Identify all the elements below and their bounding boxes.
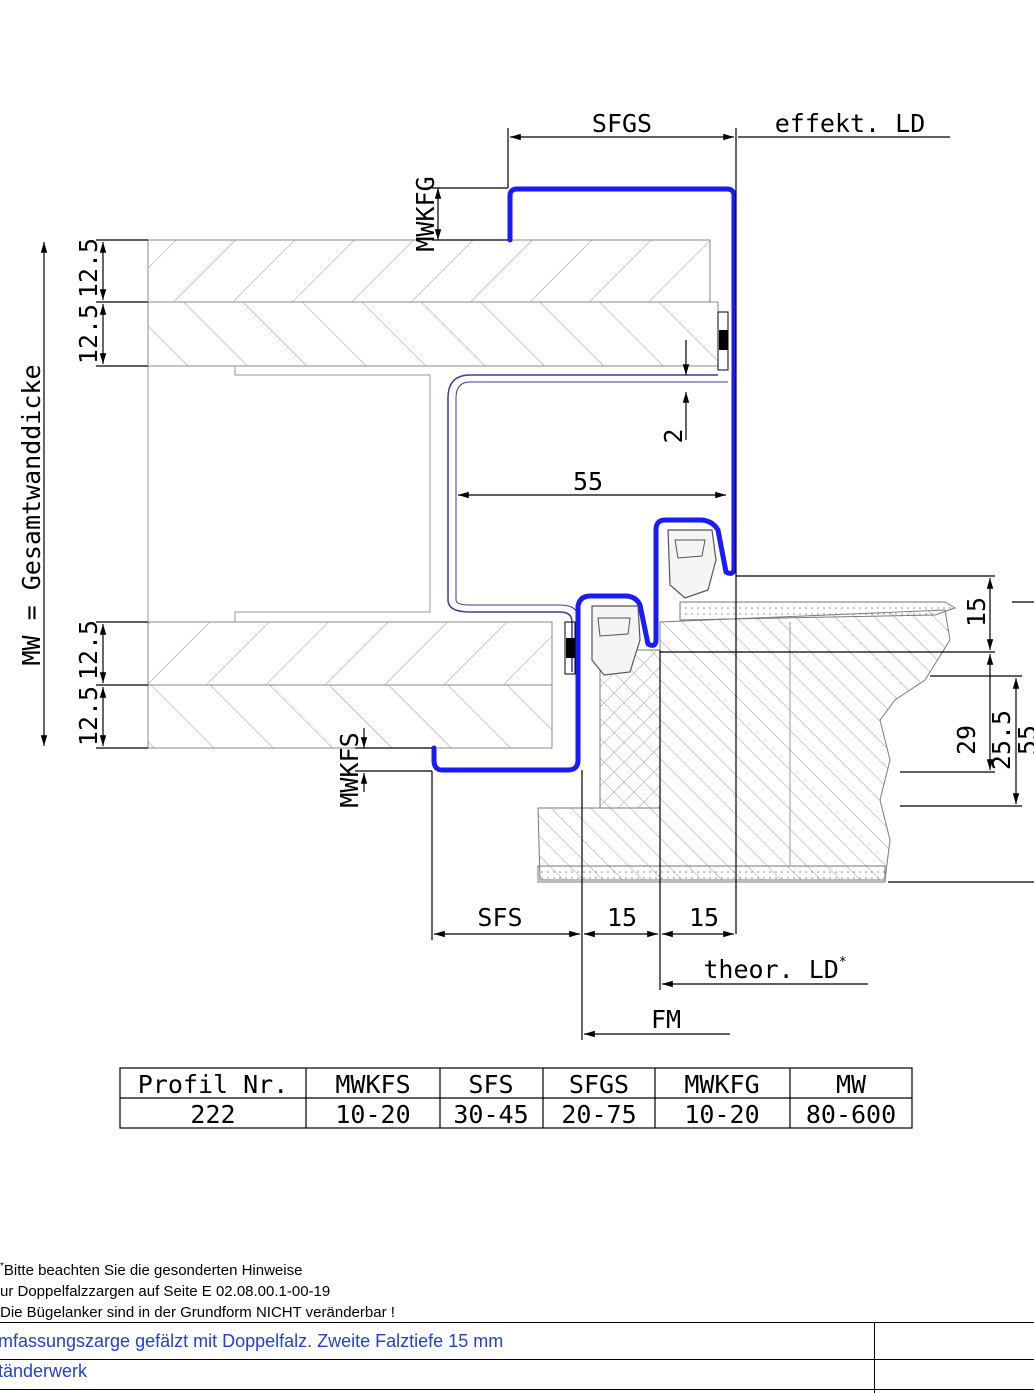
label-fm: FM xyxy=(651,1005,681,1034)
table-header-mw: MW xyxy=(836,1070,867,1099)
label-29: 29 xyxy=(952,725,981,755)
table-cell-sfgs: 20-75 xyxy=(561,1100,636,1129)
technical-drawing: SFGS effekt. LD MWKFG MW = Gesamtwanddic… xyxy=(17,109,1034,1129)
table-cell-mwkfg: 10-20 xyxy=(684,1100,759,1129)
label-2: 2 xyxy=(659,428,688,443)
wall-bottom xyxy=(147,621,553,749)
note-line-2: ur Doppelfalzzargen auf Seite E 02.08.00… xyxy=(0,1283,331,1300)
note-line-3: Die Bügelanker sind in der Grundform NIC… xyxy=(0,1304,395,1321)
dimension-lines xyxy=(40,133,1020,1038)
notes: *Bitte beachten Sie die gesonderten Hinw… xyxy=(0,1256,395,1323)
seal-lower xyxy=(591,605,641,676)
door-section xyxy=(537,601,957,883)
frame-profile xyxy=(431,186,737,773)
table-header-sfgs: SFGS xyxy=(569,1070,629,1099)
note-line-1: *Bitte beachten Sie die gesonderten Hinw… xyxy=(0,1261,303,1279)
label-12-5-b: 12.5 xyxy=(74,304,103,364)
profile-table: Profil Nr. MWKFS SFS SFGS MWKFG MW 222 1… xyxy=(119,1067,913,1129)
table-header-mwkfs: MWKFS xyxy=(335,1070,410,1099)
title-row-1: mfassungszarge gefälzt mit Doppelfalz. Z… xyxy=(0,1331,504,1351)
label-55-vertical: 55 xyxy=(1013,725,1034,755)
wall-top xyxy=(147,239,719,367)
extension-lines xyxy=(96,128,1034,1040)
label-15-b: 15 xyxy=(689,903,719,932)
title-block: mfassungszarge gefälzt mit Doppelfalz. Z… xyxy=(0,1322,1034,1393)
label-sfgs: SFGS xyxy=(592,109,652,138)
table-cell-sfs: 30-45 xyxy=(453,1100,528,1129)
label-12-5-d: 12.5 xyxy=(74,686,103,746)
label-12-5-c: 12.5 xyxy=(74,620,103,680)
label-55-horizontal: 55 xyxy=(573,467,603,496)
label-sfs: SFS xyxy=(477,903,522,932)
label-15-a: 15 xyxy=(607,903,637,932)
label-mwkfs: MWKFS xyxy=(335,732,364,807)
label-mw-gesamtwanddicke: MW = Gesamtwanddicke xyxy=(17,364,46,665)
seal-upper xyxy=(667,529,717,599)
label-25-5: 25.5 xyxy=(987,710,1016,770)
pad-upper xyxy=(719,330,728,350)
label-12-5-a: 12.5 xyxy=(74,238,103,298)
table-cell-mw: 80-600 xyxy=(806,1100,896,1129)
title-row-2: tänderwerk xyxy=(0,1361,88,1381)
label-theor-ld: theor. LD* xyxy=(703,955,846,984)
table-header-mwkfg: MWKFG xyxy=(684,1070,759,1099)
stud xyxy=(147,366,431,622)
table-header-sfs: SFS xyxy=(468,1070,513,1099)
frame-outline xyxy=(447,374,718,672)
pad-lower xyxy=(566,638,575,658)
table-cell-mwkfs: 10-20 xyxy=(335,1100,410,1129)
table-header-profil-nr: Profil Nr. xyxy=(138,1070,289,1099)
label-mwkfg: MWKFG xyxy=(411,176,440,251)
table-cell-profil-nr: 222 xyxy=(190,1100,235,1129)
label-15-vertical: 15 xyxy=(962,597,991,627)
label-effekt-ld: effekt. LD xyxy=(775,109,926,138)
